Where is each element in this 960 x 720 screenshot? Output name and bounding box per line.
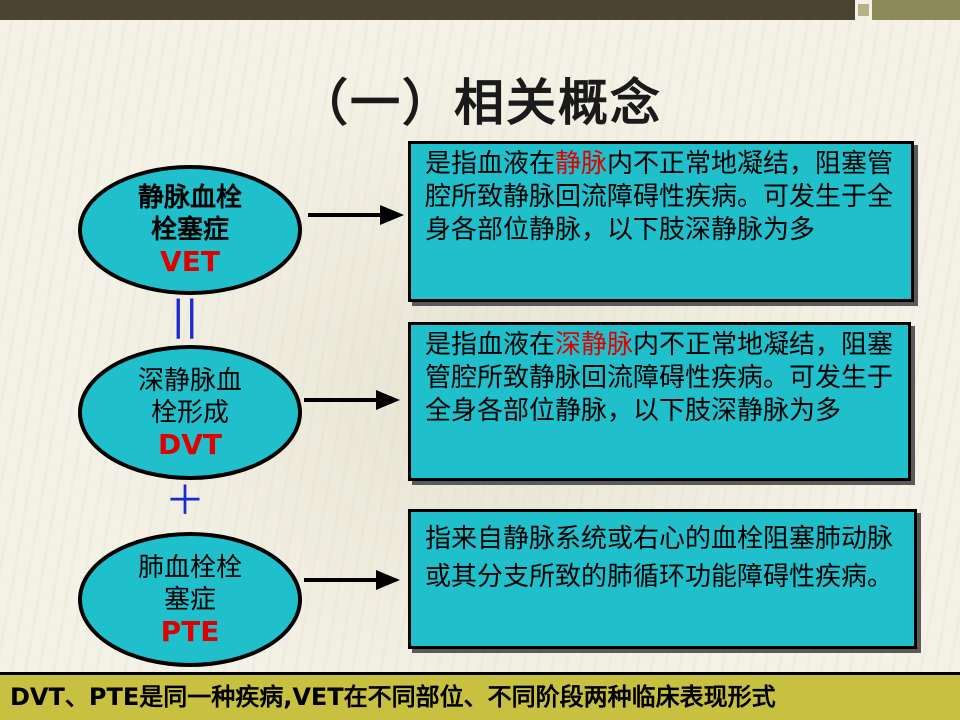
definition-dvt-box: 是指血液在深静脉内不正常地凝结，阻塞管腔所致静脉回流障碍性疾病。可发生于全身各部… <box>408 322 911 481</box>
arrow-right-icon <box>304 570 400 590</box>
arrow-right-icon <box>304 390 400 410</box>
top-decor-bar-right <box>872 0 960 20</box>
slide-title: （一）相关概念 <box>298 74 662 132</box>
top-decor-square <box>858 4 869 16</box>
definition-text-after: 内不正常地凝结，阻塞管腔所致静脉回流障碍性疾病。可发生于全身各部位静脉，以下肢深… <box>425 330 894 426</box>
concept-abbr: PTE <box>160 614 220 648</box>
definition-vet-box: 是指血液在静脉内不正常地凝结，阻塞管腔所致静脉回流障碍性疾病。可发生于全身各部位… <box>408 141 914 302</box>
concept-abbr: DVT <box>157 427 222 461</box>
concept-name-line1: 肺血栓栓 <box>137 552 242 583</box>
concept-name-line1: 深静脉血 <box>137 365 242 396</box>
definition-pte-box: 指来自静脉系统或右心的血栓阻塞肺动脉或其分支所致的肺循环功能障碍性疾病。 <box>408 509 917 649</box>
definition-text: 指来自静脉系统或右心的血栓阻塞肺动脉或其分支所致的肺循环功能障碍性疾病。 <box>425 524 894 592</box>
definition-text-before: 是指血液在 <box>425 149 556 179</box>
definition-text-after: 内不正常地凝结，阻塞管腔所致静脉回流障碍性疾病。可发生于全身各部位静脉，以下肢深… <box>425 149 894 245</box>
definition-text-before: 是指血液在 <box>425 330 556 360</box>
equals-connector: || <box>171 293 199 339</box>
concept-name-line2: 栓塞症 <box>150 215 229 245</box>
top-decor-bar <box>0 0 855 20</box>
concept-pte-ellipse: 肺血栓栓 塞症 PTE <box>78 532 302 667</box>
concept-dvt-ellipse: 深静脉血 栓形成 DVT <box>78 345 302 480</box>
summary-bar: DVT、PTE是同一种疾病,VET在不同部位、不同阶段两种临床表现形式 <box>0 672 960 720</box>
concept-name-line1: 静脉血栓 <box>137 183 242 213</box>
concept-abbr: VET <box>160 245 220 278</box>
arrow-right-icon <box>308 205 404 225</box>
concept-name-line2: 塞症 <box>163 584 216 615</box>
definition-highlight: 深静脉 <box>555 330 634 360</box>
concept-vet-ellipse: 静脉血栓 栓塞症 VET <box>78 165 302 295</box>
definition-highlight: 静脉 <box>555 149 608 179</box>
plus-connector: ＋ <box>165 478 205 524</box>
concept-name-line2: 栓形成 <box>150 397 229 428</box>
